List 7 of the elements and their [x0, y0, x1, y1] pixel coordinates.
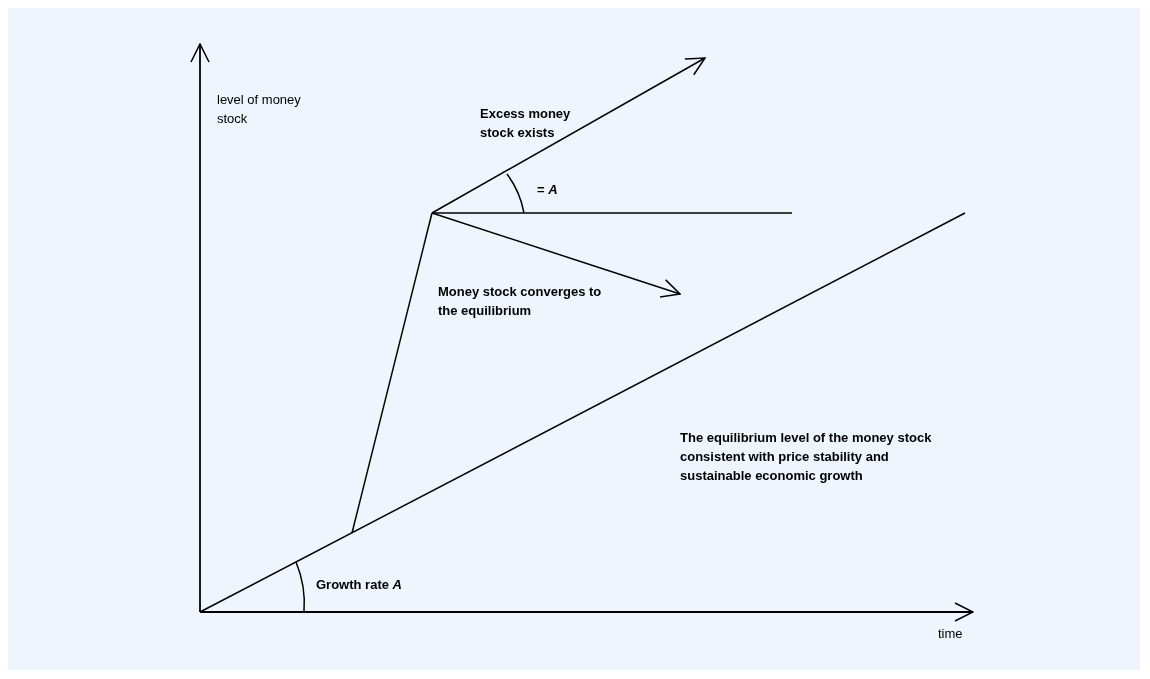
line-label: The equilibrium level of the money stock consistent with price stability and sustainable economic growth — [680, 429, 933, 485]
line-label: Money stock converges to the equilibrium — [438, 283, 603, 320]
angle-label: = A — [537, 181, 559, 199]
axis-label: time — [938, 625, 964, 643]
angle-label: Growth rate A — [316, 576, 403, 594]
line-label: Excess money stock exists — [480, 105, 572, 142]
axis-label: level of money stock — [217, 91, 302, 128]
